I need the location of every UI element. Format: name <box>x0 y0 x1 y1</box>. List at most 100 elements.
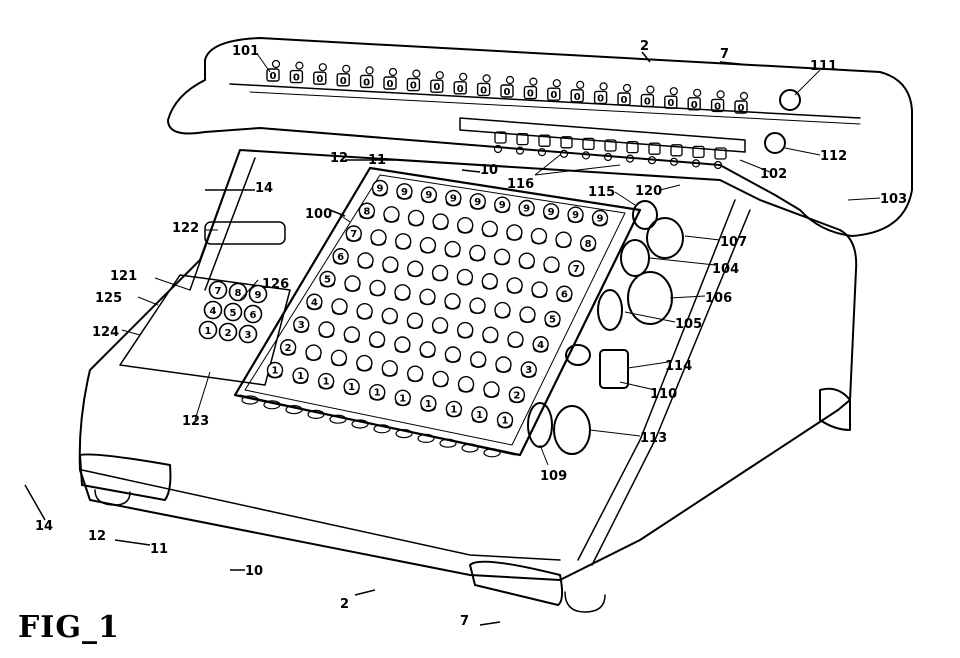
ref-126: 126 <box>262 277 289 292</box>
front-key <box>461 443 479 453</box>
keyboard-key <box>481 273 498 290</box>
keyboard-key <box>444 346 462 363</box>
keypad-key: 3 <box>238 324 258 344</box>
dial-digit: 0 <box>480 85 487 96</box>
key-cap <box>396 183 413 200</box>
keyboard-key: 7 <box>345 225 362 242</box>
keyboard-key <box>419 341 436 358</box>
keyboard-key: 9 <box>567 206 584 224</box>
dial-digit: 0 <box>574 92 581 103</box>
keyboard-key <box>483 381 500 398</box>
key-cap <box>506 224 523 241</box>
dial-knob <box>529 77 538 86</box>
key-digit: 1 <box>297 371 304 382</box>
keyboard-key <box>431 317 449 334</box>
counter-dial <box>625 140 639 163</box>
dial-knob <box>482 74 491 83</box>
section-10-bottom: 10 <box>245 564 263 579</box>
key-digit: 9 <box>474 197 481 208</box>
counter-dial <box>691 145 705 168</box>
keyboard-key <box>370 229 387 246</box>
carriage-outline <box>167 37 913 237</box>
keyboard-key: 9 <box>371 179 389 197</box>
key-cap <box>518 199 535 217</box>
keyboard-key <box>344 275 361 292</box>
key-digit: 2 <box>285 343 292 354</box>
keyboard-key <box>419 288 436 306</box>
key-cap <box>469 244 486 262</box>
dial-knob <box>295 61 304 70</box>
key-digit: 9 <box>425 190 432 201</box>
indicator-window <box>204 221 286 245</box>
carriage-dial: 0 <box>406 69 421 92</box>
keypad-digit: 5 <box>230 308 237 319</box>
key-cap <box>432 370 449 388</box>
key-digit: 5 <box>549 315 556 326</box>
key-cap <box>406 312 424 329</box>
key-digit: 1 <box>502 416 509 427</box>
key-cap <box>369 384 386 401</box>
key-cap <box>357 252 374 269</box>
carriage-dial: 0 <box>547 79 561 101</box>
section-14-top: 14 <box>255 181 273 196</box>
counter-knob <box>515 146 525 155</box>
key-cap <box>519 306 536 323</box>
key-cap <box>507 331 524 348</box>
ref-107: 107 <box>720 235 747 250</box>
dial-digit: 0 <box>457 84 464 95</box>
keyboard-key: 9 <box>494 196 511 214</box>
dial-window <box>359 74 374 89</box>
keyboard-key <box>531 281 548 299</box>
key-digit: 1 <box>399 393 406 404</box>
keyboard-key <box>394 284 411 301</box>
counter-window <box>714 147 727 160</box>
keyboard-key <box>543 256 560 274</box>
ref-122: 122 <box>172 221 199 236</box>
section-2-top: 2 <box>640 39 649 54</box>
key-cap <box>394 284 411 301</box>
counter-window <box>648 142 661 155</box>
dial-knob <box>669 87 678 96</box>
key-digit: 7 <box>573 264 580 275</box>
key-cap <box>420 395 437 412</box>
keyboard-key <box>494 301 511 319</box>
front-key <box>351 419 369 429</box>
dial-window <box>640 93 655 108</box>
keyboard-key: 1 <box>471 406 488 423</box>
key-digit: 2 <box>513 390 520 401</box>
dial-digit: 0 <box>363 77 370 88</box>
dial-window <box>430 79 444 93</box>
key-cap <box>394 336 411 353</box>
carriage-dial: 0 <box>687 88 702 111</box>
key-cap <box>496 411 514 429</box>
ref-125: 125 <box>95 291 122 306</box>
section-11-top: 11 <box>368 153 386 168</box>
keyboard-key <box>356 302 373 320</box>
key-cap <box>330 349 348 367</box>
dial-window <box>523 85 538 100</box>
dial-digit: 0 <box>714 101 721 112</box>
key-cap <box>345 225 362 242</box>
keyboard-key <box>469 297 486 315</box>
section-2-bottom: 2 <box>340 597 349 612</box>
key-cap <box>279 339 297 356</box>
keyboard-key: 1 <box>343 378 360 396</box>
keyboard-key: 1 <box>369 384 386 401</box>
key-cap <box>431 264 449 282</box>
keypad-key: 4 <box>203 300 223 320</box>
dial-window <box>687 97 701 111</box>
keyboard-key <box>519 306 536 324</box>
ref-123: 123 <box>182 414 209 429</box>
keyboard-key: 6 <box>332 248 349 265</box>
keyboard-key <box>457 321 474 339</box>
key-cap <box>481 220 498 238</box>
key-digit: 1 <box>348 382 355 393</box>
carriage-dial: 0 <box>313 63 327 85</box>
keypad-key: 6 <box>243 304 263 324</box>
counter-dial <box>581 137 595 160</box>
ref-114: 114 <box>665 359 692 374</box>
section-7-bottom: 7 <box>460 614 469 629</box>
dial-window <box>593 90 608 105</box>
key-cap <box>369 279 386 297</box>
key-cap <box>555 231 572 248</box>
